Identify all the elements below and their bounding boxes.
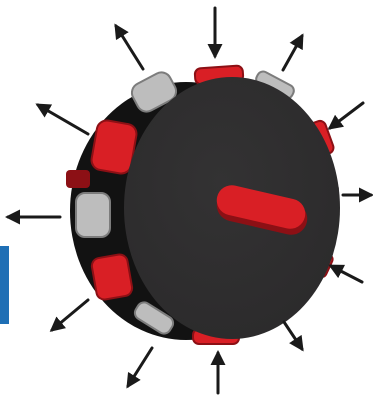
rim-pad	[75, 192, 111, 238]
rim-pad	[133, 301, 175, 335]
blue-edge-accent	[0, 246, 9, 324]
arrow-left-upper-icon	[35, 103, 90, 136]
rim-peg	[66, 170, 90, 188]
rim-pad	[90, 253, 134, 301]
arrow-bottom-right-icon	[282, 320, 304, 352]
rim-pad	[130, 71, 178, 113]
arrow-bottom-left-icon	[126, 346, 154, 389]
arrow-top-right-icon	[281, 33, 304, 72]
radial-arrows	[4, 6, 373, 395]
arrow-right-upper-icon	[327, 101, 365, 130]
arrow-right-lower-icon	[328, 264, 364, 284]
arrow-top-left-icon	[114, 23, 145, 71]
knob-indicator	[216, 185, 308, 235]
arrow-left-lower-icon	[49, 298, 90, 332]
rim-pad	[90, 119, 138, 175]
